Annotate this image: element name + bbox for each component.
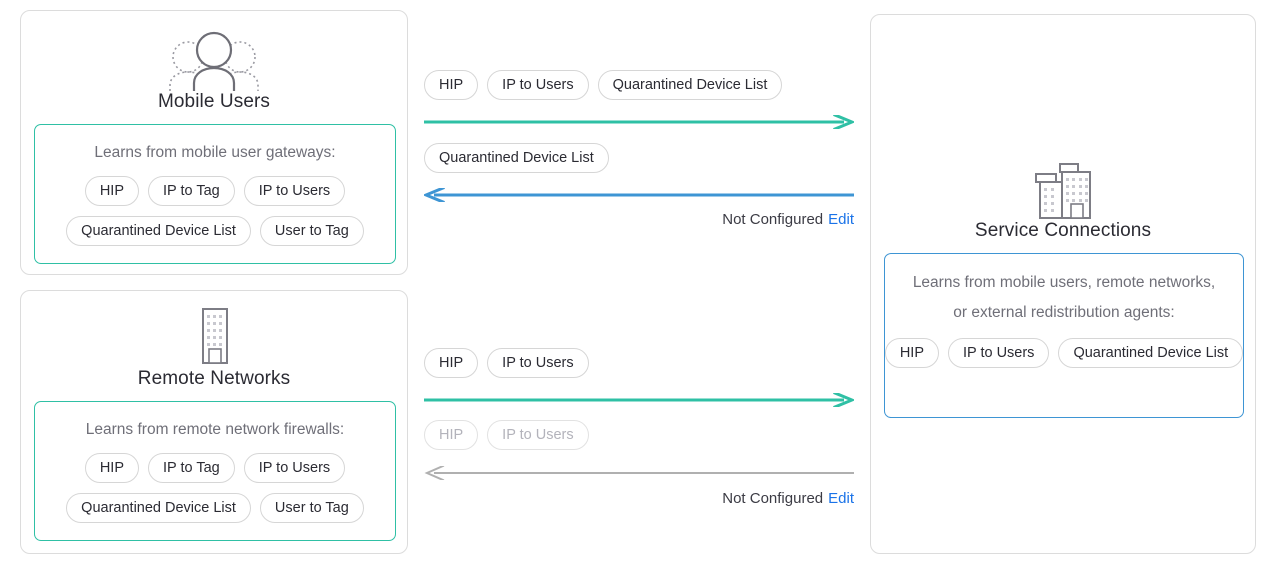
two-buildings-icon xyxy=(871,160,1255,222)
flow-pills-remote-outbound: HIP IP to Users xyxy=(424,348,854,378)
arrow-right-green xyxy=(424,115,854,129)
card-title-mobile-users: Mobile Users xyxy=(157,91,271,112)
card-title-remote-networks: Remote Networks xyxy=(137,368,291,389)
card-mobile-users: Mobile Users Learns from mobile user gat… xyxy=(20,10,408,275)
edit-link-mobile-inbound[interactable]: Edit xyxy=(828,211,854,228)
learns-label-remote-networks: Learns from remote network firewalls: xyxy=(85,421,345,438)
pill-row-remote-networks-1: HIP IP to Tag IP to Users xyxy=(35,453,395,483)
flow-pills-remote-inbound: HIP IP to Users xyxy=(424,420,854,450)
flow-mobile-outbound: HIP IP to Users Quarantined Device List xyxy=(424,70,854,129)
card-service-connections: Service Connections Learns from mobile u… xyxy=(870,14,1256,554)
arrow-right-green xyxy=(424,393,854,407)
learns-label-service-connections: Learns from mobile users, remote network… xyxy=(912,274,1216,321)
building-icon xyxy=(21,305,407,365)
pill-hip[interactable]: HIP xyxy=(884,338,939,368)
pill-row-mobile-users-2: Quarantined Device List User to Tag xyxy=(35,216,395,246)
pill-quarantined-device-list[interactable]: Quarantined Device List xyxy=(597,70,783,100)
pill-ip-to-users[interactable]: IP to Users xyxy=(947,338,1050,368)
flow-remote-inbound: HIP IP to Users Not Configured Edit xyxy=(424,420,854,507)
pill-ip-to-users[interactable]: IP to Users xyxy=(243,176,346,206)
edit-link-remote-inbound[interactable]: Edit xyxy=(828,490,854,507)
pill-row-service-connections-1: HIP IP to Users Quarantined Device List xyxy=(884,338,1244,368)
flow-pills-mobile-inbound: Quarantined Device List xyxy=(424,143,854,173)
pill-quarantined-device-list[interactable]: Quarantined Device List xyxy=(66,493,251,523)
card-remote-networks: Remote Networks Learns from remote netwo… xyxy=(20,290,408,554)
pill-row-remote-networks-2: Quarantined Device List User to Tag xyxy=(35,493,395,523)
pill-row-mobile-users-1: HIP IP to Tag IP to Users xyxy=(35,176,395,206)
pill-ip-to-tag[interactable]: IP to Tag xyxy=(148,453,235,483)
pill-user-to-tag[interactable]: User to Tag xyxy=(259,493,364,523)
pill-ip-to-tag[interactable]: IP to Tag xyxy=(148,176,235,206)
pill-user-to-tag[interactable]: User to Tag xyxy=(259,216,364,246)
status-text-not-configured: Not Configured xyxy=(722,211,824,228)
pill-hip[interactable]: HIP xyxy=(84,176,139,206)
card-title-service-connections: Service Connections xyxy=(974,220,1152,241)
status-text-not-configured: Not Configured xyxy=(722,490,824,507)
pill-ip-to-users[interactable]: IP to Users xyxy=(487,70,589,100)
status-row-mobile-inbound: Not Configured Edit xyxy=(424,211,854,228)
learns-label-mobile-users: Learns from mobile user gateways: xyxy=(94,144,336,161)
learns-box-service-connections: Learns from mobile users, remote network… xyxy=(884,253,1244,418)
status-row-remote-inbound: Not Configured Edit xyxy=(424,490,854,507)
learns-box-remote-networks: Learns from remote network firewalls: HI… xyxy=(34,401,396,541)
pill-ip-to-users[interactable]: IP to Users xyxy=(487,420,589,450)
pill-ip-to-users[interactable]: IP to Users xyxy=(487,348,589,378)
people-group-icon xyxy=(21,29,407,91)
pill-hip[interactable]: HIP xyxy=(84,453,139,483)
pill-quarantined-device-list[interactable]: Quarantined Device List xyxy=(1058,338,1244,368)
pill-hip[interactable]: HIP xyxy=(424,420,479,450)
arrow-left-grey xyxy=(424,466,854,480)
pill-quarantined-device-list[interactable]: Quarantined Device List xyxy=(424,143,609,173)
flow-mobile-inbound: Quarantined Device List Not Configured E… xyxy=(424,143,854,228)
pill-ip-to-users[interactable]: IP to Users xyxy=(243,453,346,483)
pill-quarantined-device-list[interactable]: Quarantined Device List xyxy=(66,216,251,246)
arrow-left-blue xyxy=(424,188,854,202)
pill-hip[interactable]: HIP xyxy=(424,348,479,378)
flow-pills-mobile-outbound: HIP IP to Users Quarantined Device List xyxy=(424,70,854,100)
flow-remote-outbound: HIP IP to Users xyxy=(424,348,854,407)
pill-hip[interactable]: HIP xyxy=(424,70,479,100)
learns-box-mobile-users: Learns from mobile user gateways: HIP IP… xyxy=(34,124,396,264)
